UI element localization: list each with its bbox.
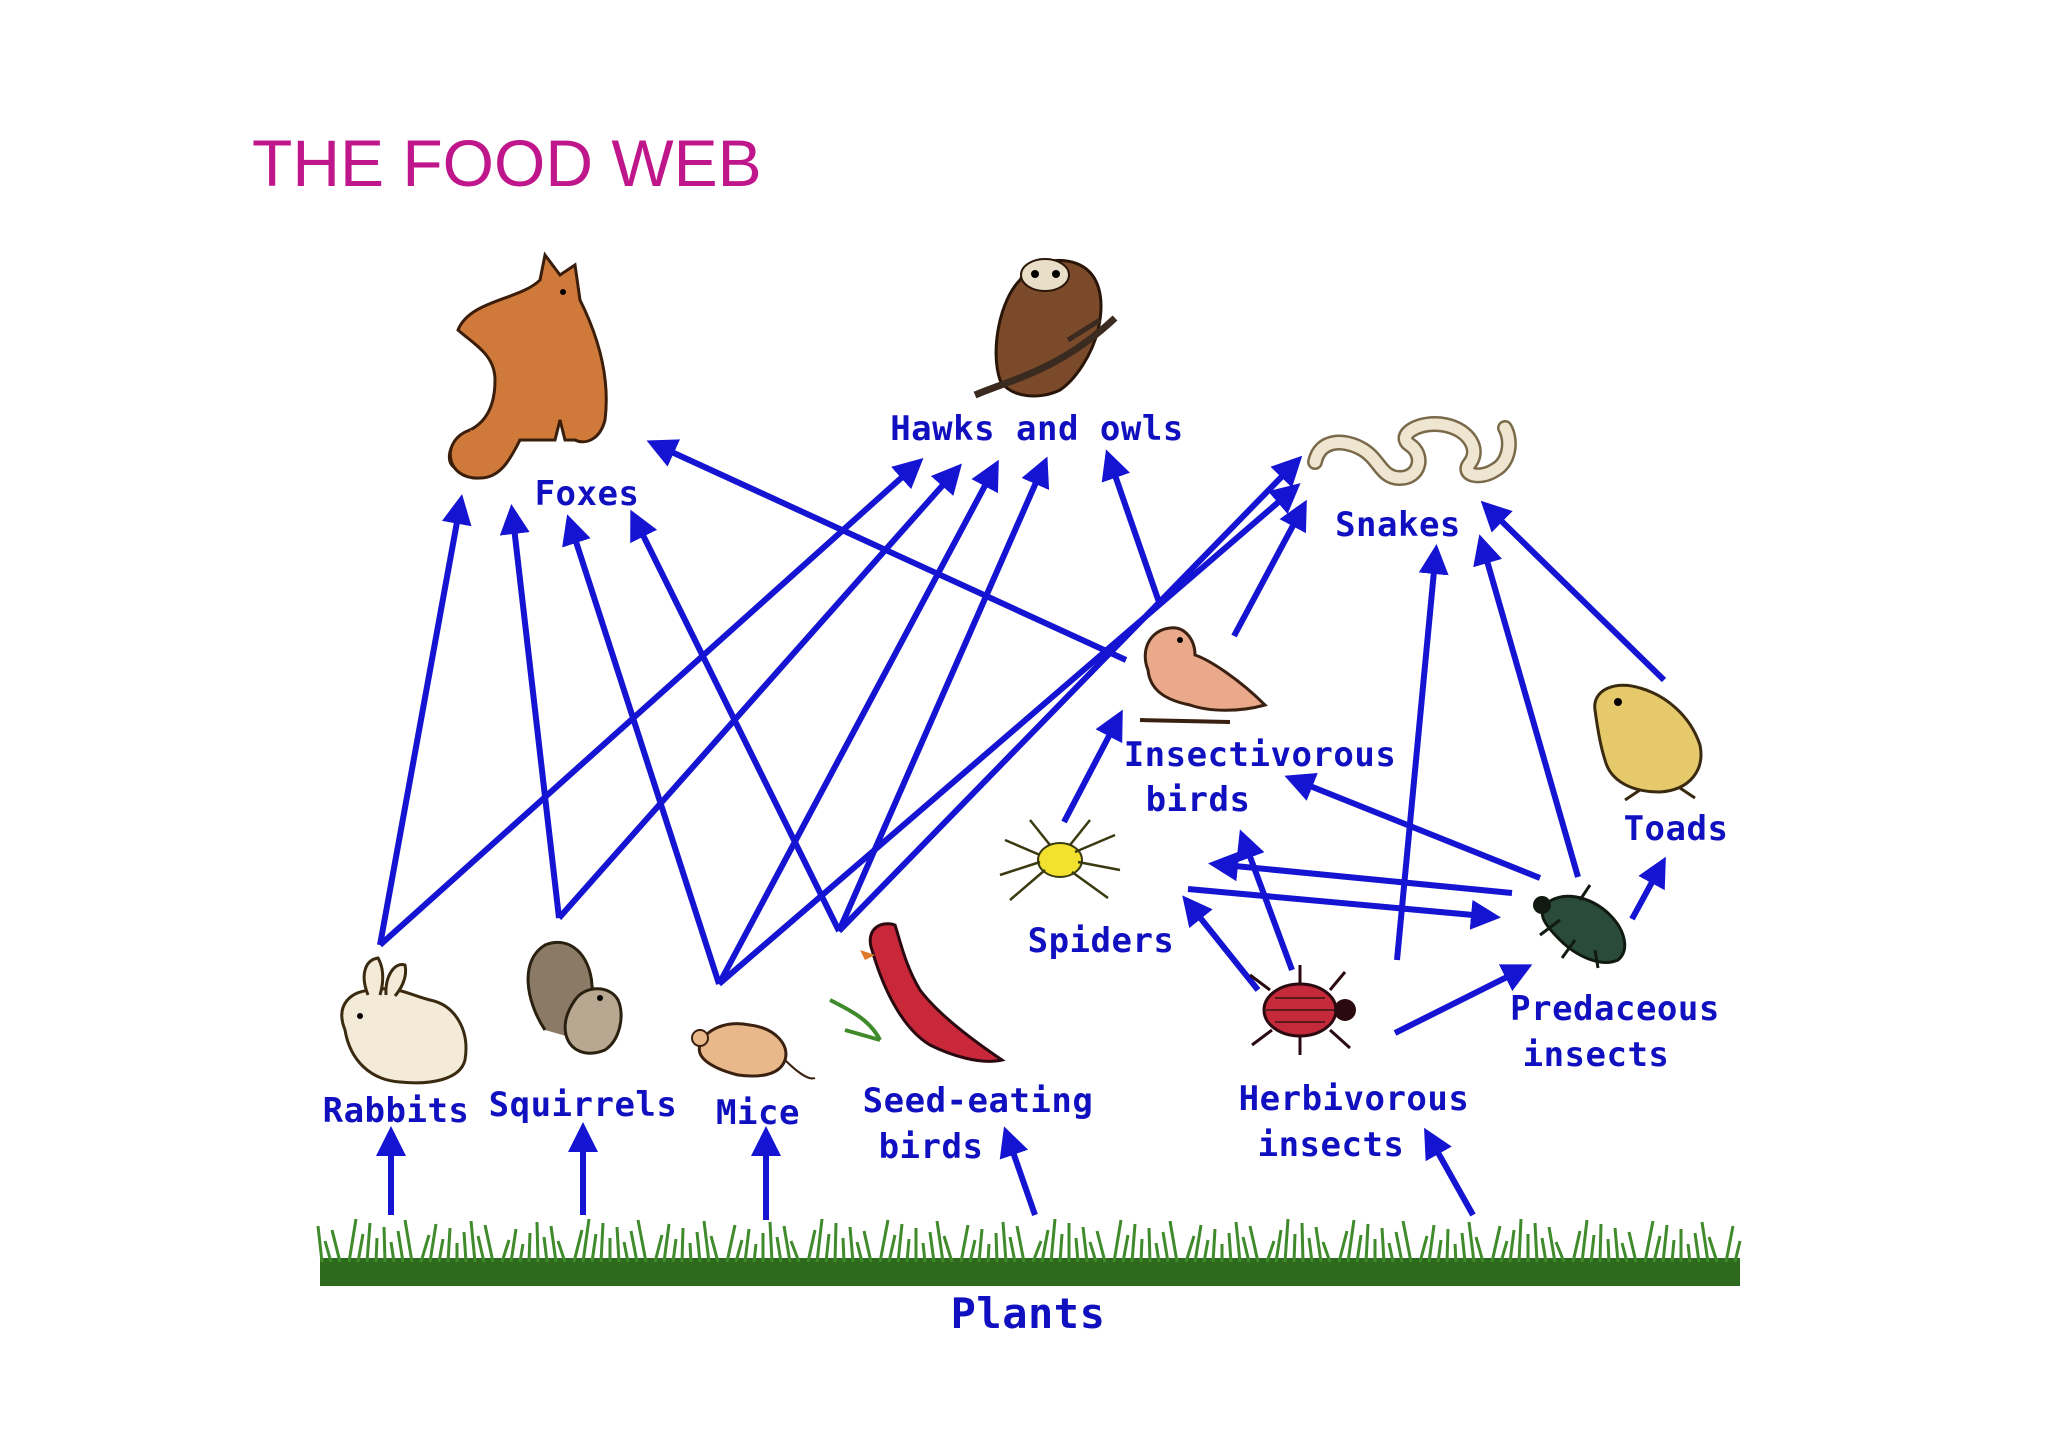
label-predaceous-insects-2: insects xyxy=(1523,1035,1670,1075)
arrow-seedbirds-snakes xyxy=(836,455,1303,934)
node-labels: Foxes Hawks and owls Snakes Insectivorou… xyxy=(323,409,1729,1338)
arrow-toads-snakes xyxy=(1480,500,1667,683)
arrow-mice-foxes-1 xyxy=(562,514,722,985)
label-foxes: Foxes xyxy=(535,474,640,514)
arrow-seedbirds-hawks xyxy=(836,456,1050,933)
arrow-herbinsects-snakes xyxy=(1394,544,1449,961)
arrow-predinsects-toads xyxy=(1629,856,1666,921)
arrow-herbinsects-predinsects xyxy=(1393,964,1533,1036)
label-predaceous-insects-1: Predaceous xyxy=(1510,989,1720,1029)
grass-icon xyxy=(316,1218,1742,1286)
cardinal-icon xyxy=(829,922,1006,1063)
arrow-herbinsects-spiders xyxy=(1182,895,1261,992)
label-toads: Toads xyxy=(1624,809,1729,849)
label-herbivorous-insects-2: insects xyxy=(1258,1125,1405,1165)
arrows-group xyxy=(376,439,1667,1220)
arrow-mice-snakes xyxy=(717,483,1301,987)
squirrel-icon xyxy=(526,940,623,1055)
arrow-squirrels-foxes xyxy=(499,504,562,919)
label-insectivorous-birds-2: birds xyxy=(1146,780,1251,820)
arrow-rabbits-hawks xyxy=(377,457,924,948)
label-spiders: Spiders xyxy=(1028,921,1175,961)
arrow-plants-seed-birds xyxy=(999,1126,1038,1216)
arrow-insectbirds-hawks xyxy=(1101,449,1163,606)
spider-icon xyxy=(999,819,1121,901)
arrow-insectbirds-snakes xyxy=(1231,499,1307,638)
arrow-spiders-insectbirds xyxy=(1061,709,1123,824)
predaceous-beetle-icon xyxy=(1533,884,1627,969)
arrow-insectbirds-foxes xyxy=(646,439,1128,663)
arrow-seedbirds-foxes xyxy=(630,509,842,933)
arrow-predinsects-spiders xyxy=(1208,851,1513,896)
arrow-predinsects-insectbirds xyxy=(1284,772,1542,881)
label-squirrels: Squirrels xyxy=(489,1085,678,1125)
label-herbivorous-insects-1: Herbivorous xyxy=(1239,1079,1470,1119)
label-rabbits: Rabbits xyxy=(323,1091,470,1131)
beetle-icon xyxy=(1249,965,1356,1055)
label-seed-eating-birds-1: Seed-eating xyxy=(863,1081,1094,1121)
rabbit-icon xyxy=(340,956,468,1085)
toad-icon xyxy=(1593,683,1703,802)
label-insectivorous-birds-1: Insectivorous xyxy=(1124,735,1397,775)
arrow-spiders-predinsects xyxy=(1187,886,1501,930)
arrow-herbinsects-insectbirds xyxy=(1236,829,1295,972)
owl-icon xyxy=(973,258,1118,399)
label-seed-eating-birds-2: birds xyxy=(879,1127,984,1167)
arrow-rabbits-foxes xyxy=(377,494,472,946)
label-mice: Mice xyxy=(716,1093,800,1133)
arrow-mice-hawks xyxy=(716,459,999,986)
mouse-icon xyxy=(691,1022,816,1080)
fox-icon xyxy=(447,251,608,480)
arrow-squirrels-hawks xyxy=(556,463,962,920)
label-snakes: Snakes xyxy=(1335,505,1461,545)
label-hawks-owls: Hawks and owls xyxy=(890,409,1184,449)
label-plants: Plants xyxy=(951,1289,1106,1338)
page-title: THE FOOD WEB xyxy=(252,126,762,200)
arrow-predinsects-snakes xyxy=(1473,534,1581,878)
insectivorous-bird-icon xyxy=(1139,626,1268,724)
arrow-plants-herb-insects xyxy=(1424,1127,1476,1217)
snake-icon xyxy=(1307,416,1517,487)
